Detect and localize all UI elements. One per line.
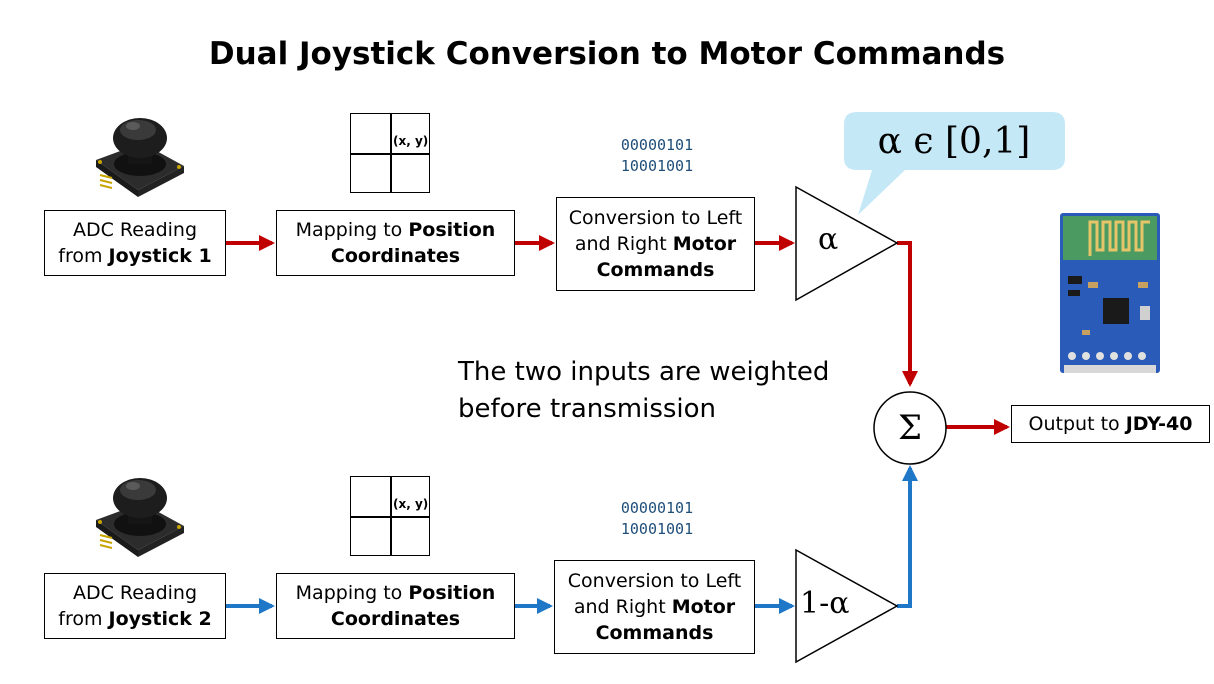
joystick-2-image [96,478,184,557]
position-grid-1: (x, y) [350,113,430,193]
gain-triangle-bottom [795,548,899,664]
sum-circle [873,391,947,465]
binary-data-2: 00000101 10001001 [620,499,694,538]
gain-label-alpha: α [818,222,839,257]
grid-label-1: (x, y) [393,134,429,148]
diagram-title: Dual Joystick Conversion to Motor Comman… [208,36,1006,72]
grid-label-2: (x, y) [393,497,429,511]
position-grid-2: (x, y) [350,476,430,556]
gain-triangle-top [795,185,899,302]
joystick-1-image [96,118,184,197]
jdy40-module-image [1060,213,1160,373]
output-box: Output to JDY-40 [1011,405,1210,443]
gain-label-one-minus-alpha: 1-α [800,586,850,621]
sum-symbol: Σ [897,408,923,448]
binary-data-1: 00000101 10001001 [620,136,694,175]
arrow-gain2-to-sum [897,465,918,608]
alpha-range-label: α ϵ [0,1] [877,120,1031,162]
weighting-note: The two inputs are weighted before trans… [458,357,830,424]
arrow-gain1-to-sum [897,241,918,387]
alpha-speech-bubble [844,112,1065,215]
